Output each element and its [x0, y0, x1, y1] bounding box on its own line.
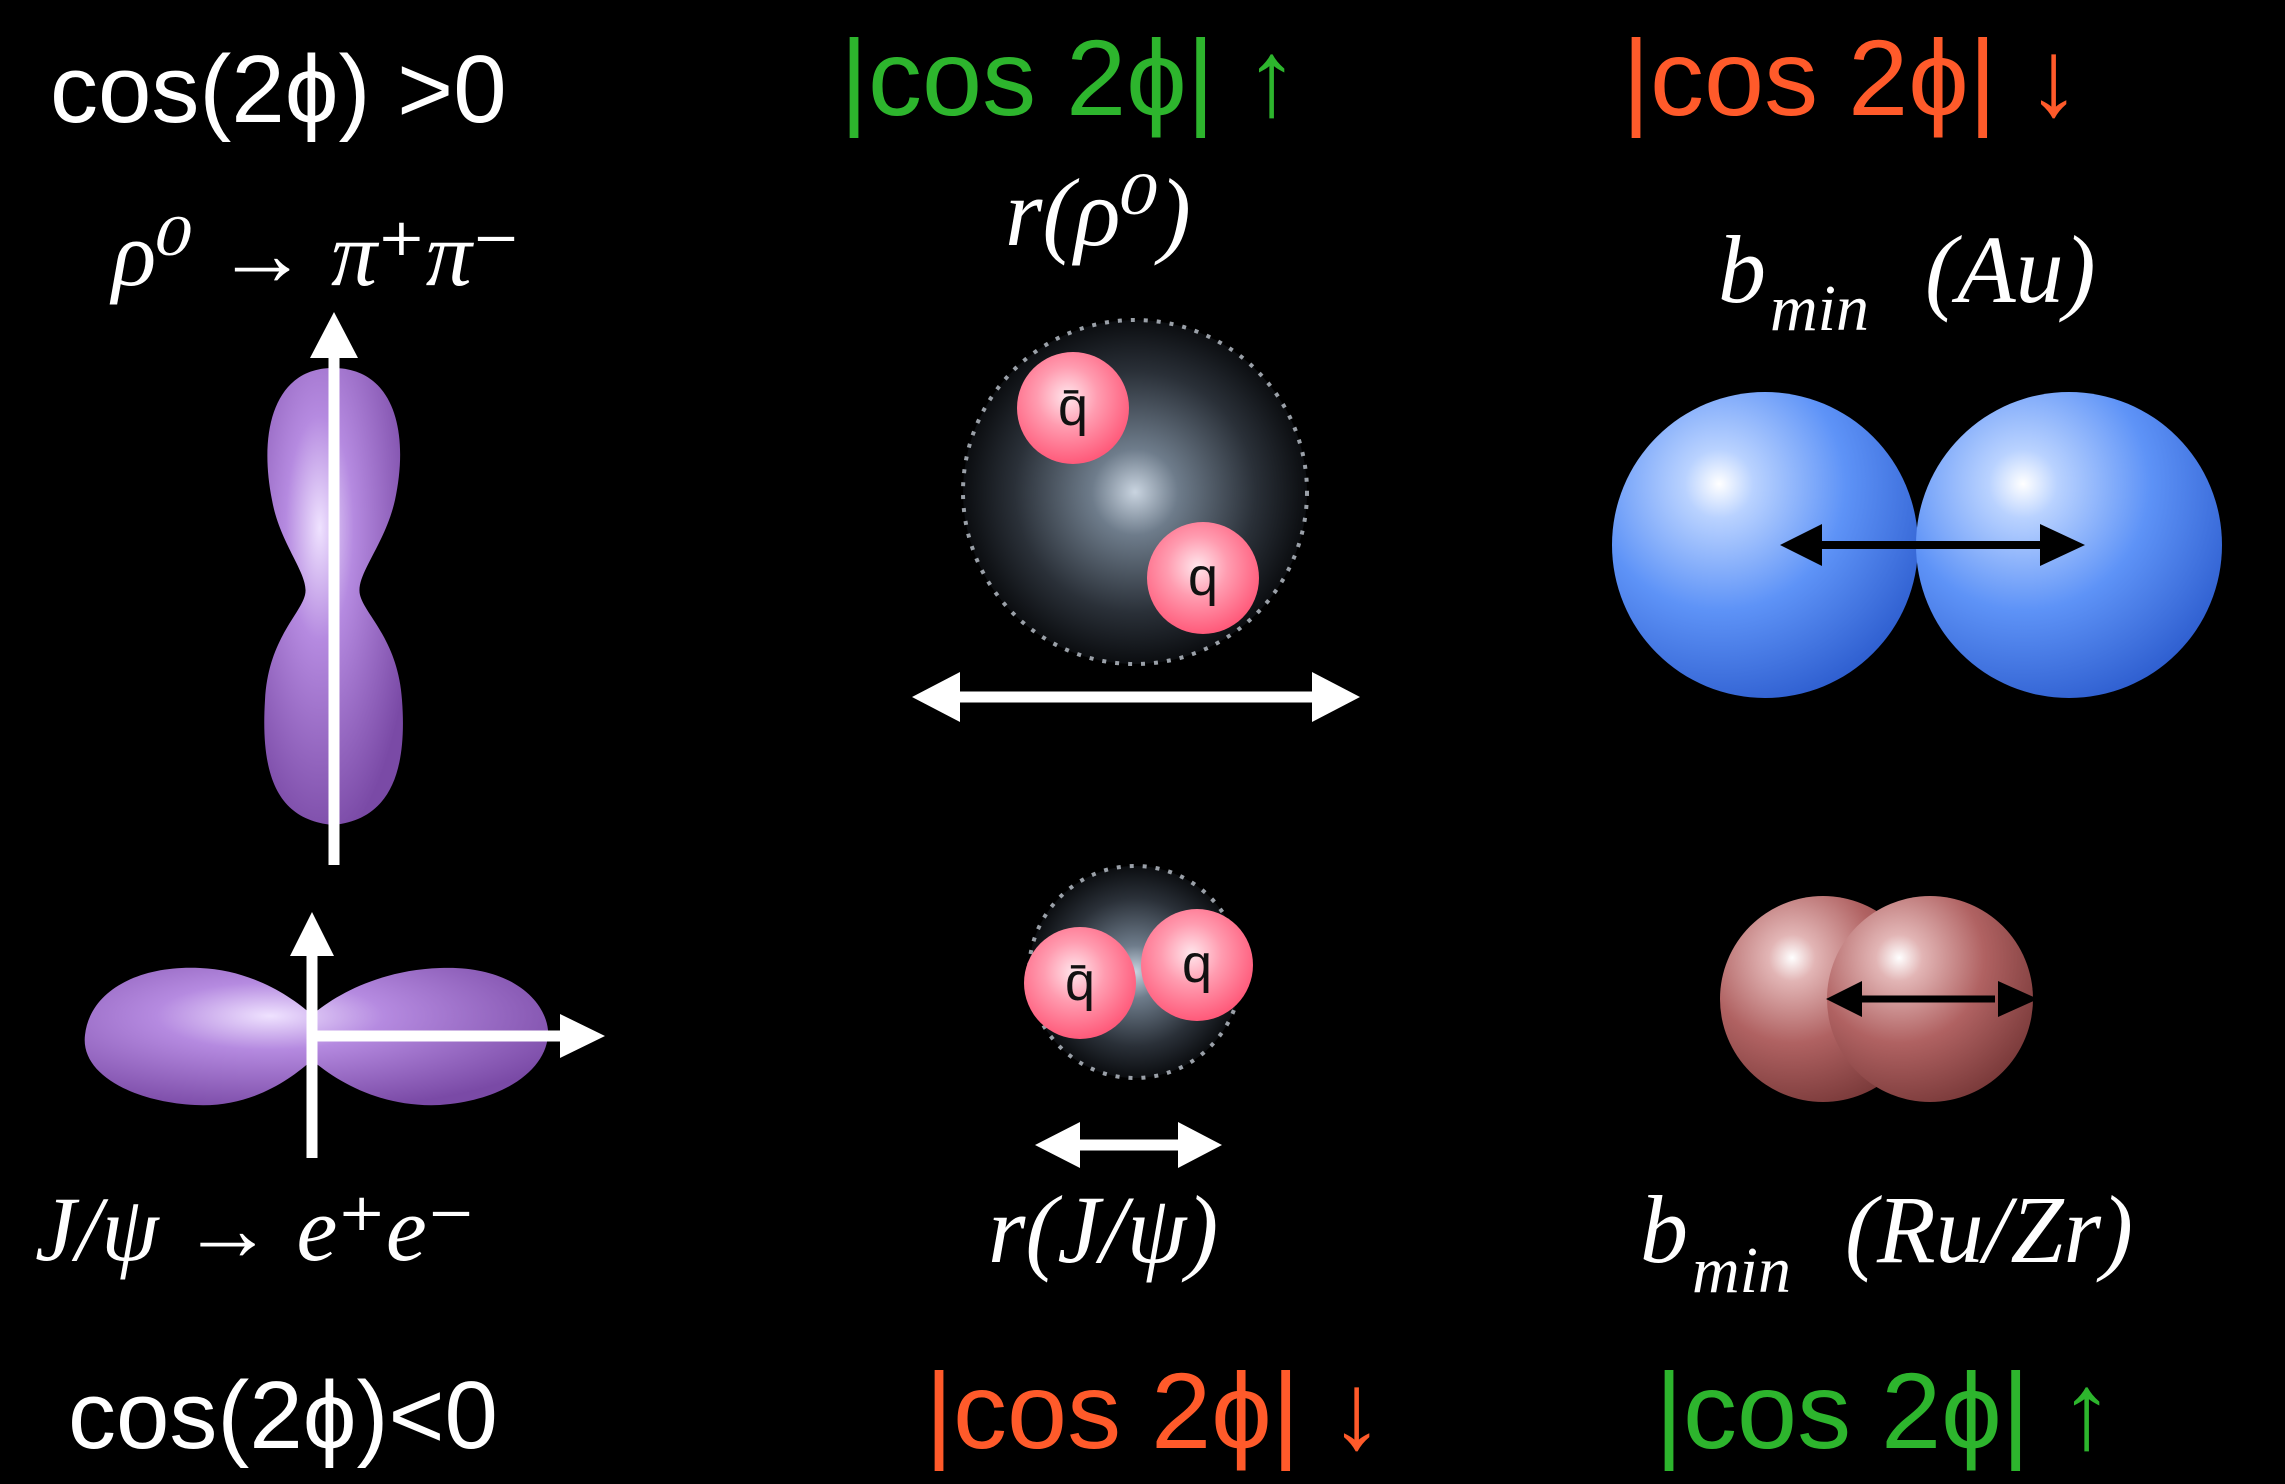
- rho-decay-label: ρ⁰ → π⁺π⁻: [109, 203, 520, 305]
- cos-right-top-label: |cos 2ϕ| ↓: [1622, 17, 2081, 138]
- b-au-argument: (Au): [1925, 216, 2096, 323]
- au-nucleus-left: [1612, 392, 1918, 698]
- jpsi-horizontal-arrow-head-icon: [560, 1014, 605, 1058]
- ru-impact-arrow-right-icon: [1998, 981, 2038, 1017]
- cos-mid-bottom-label: |cos 2ϕ| ↓: [925, 1350, 1384, 1471]
- r-jpsi-label: r(J/ψ): [988, 1176, 1218, 1283]
- b-ru-argument: (Ru/Zr): [1845, 1176, 2133, 1283]
- rho-meson-boundary: [961, 318, 1309, 666]
- b-au-symbol: b: [1718, 216, 1766, 323]
- cos-right-bottom-label: |cos 2ϕ| ↑: [1655, 1350, 2114, 1471]
- r-rho-label: r(ρ⁰): [1005, 159, 1191, 266]
- cos-positive-label: cos(2ϕ) >0: [50, 36, 507, 143]
- jpsi-decay-label: J/ψ → e⁺e⁻: [35, 1178, 475, 1280]
- jpsi-vertical-arrow-head-icon: [290, 912, 334, 956]
- jpsi-quark-label: q: [1182, 934, 1212, 994]
- b-au-subscript: min: [1770, 272, 1869, 345]
- rho-size-arrow-right-icon: [1312, 672, 1360, 722]
- rho-arrow-head-icon: [310, 312, 358, 358]
- cos-negative-label: cos(2ϕ)<0: [68, 1362, 498, 1469]
- jpsi-antiquark-label: q̄: [1065, 952, 1095, 1012]
- rho-quark: [1147, 522, 1259, 634]
- jpsi-size-arrow-right-icon: [1178, 1122, 1222, 1168]
- jpsi-size-arrow-left-icon: [1035, 1122, 1080, 1168]
- rho-size-arrow-left-icon: [912, 672, 960, 722]
- rho-antiquark-label: q̄: [1058, 377, 1088, 437]
- jpsi-antiquark: [1024, 927, 1136, 1039]
- ru-impact-arrow-left-icon: [1826, 981, 1862, 1017]
- b-ru-symbol: b: [1640, 1176, 1688, 1283]
- au-impact-arrow-left-icon: [1780, 524, 1822, 566]
- au-impact-arrow-right-icon: [2040, 524, 2085, 566]
- rho-quark-label: q: [1188, 547, 1218, 607]
- cos-mid-top-label: |cos 2ϕ| ↑: [840, 17, 1299, 138]
- b-ru-subscript: min: [1692, 1234, 1791, 1307]
- rho-antiquark: [1017, 352, 1129, 464]
- jpsi-quark: [1141, 909, 1253, 1021]
